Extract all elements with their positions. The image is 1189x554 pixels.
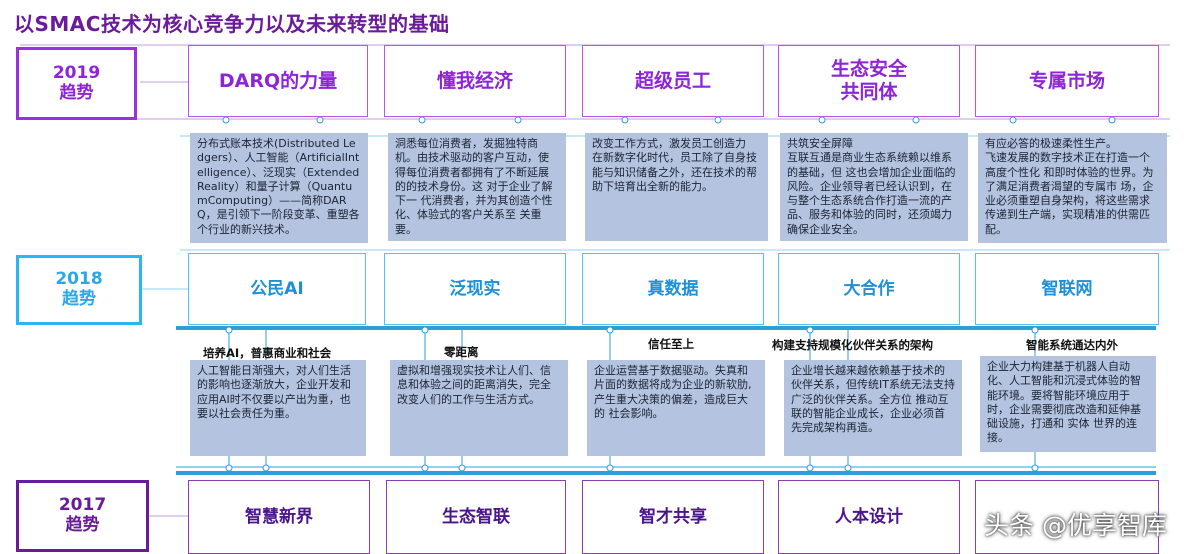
trend-2018-header: 泛现实 — [384, 253, 566, 325]
trend-2018-description: 虚拟和增强现实技术让人们、信息和体验之间的距离消失，完全改变人们的工作与生活方式… — [390, 360, 568, 456]
watermark: 头条 @优享智库 — [984, 511, 1167, 540]
trend-2018-caption: 构建支持规模化伙伴关系的架构 — [772, 338, 933, 352]
trend-2019-header: 专属市场 — [975, 45, 1159, 117]
page-title: 以SMAC技术为核心竞争力以及未来转型的基础 — [14, 12, 450, 36]
trend-2018-description: 企业运营基于数据驱动。失真和片面的数据将成为企业的新软肋,产生重大决策的偏差，造… — [587, 360, 765, 456]
trend-2018-caption: 信任至上 — [648, 337, 694, 351]
trend-2018-description: 企业大力构建基于机器人自动化、人工智能和沉浸式体验的智能环境。要将智能环境应用于… — [980, 356, 1156, 452]
trend-2018-description: 企业增长越来越依赖基于技术的伙伴关系，但传统IT系统无法支持广泛的伙伴关系。全方… — [784, 360, 962, 456]
year-2019-label: 2019 趋势 — [16, 47, 137, 120]
trend-2019-description: 改变工作方式，激发员工创造力 在新数字化时代，员工除了自身技能与知识储备之外，还… — [585, 133, 768, 241]
trend-2018-caption: 培养AI，普惠商业和社会 — [203, 346, 332, 360]
trend-2018-header: 大合作 — [778, 253, 960, 325]
year-number: 2018 — [55, 269, 103, 290]
trend-2017-header: 智才共享 — [582, 480, 764, 554]
year-2018-label: 2018 趋势 — [16, 255, 142, 325]
year-subtitle: 趋势 — [62, 289, 96, 309]
trend-2018-description: 人工智能日渐强大，对人们生活的影响也逐渐放大，企业开发和应用AI时不仅要以产出为… — [190, 360, 366, 456]
trend-2018-header: 智联网 — [975, 253, 1159, 325]
trend-2019-description: 分布式账本技术(Distributed Ledgers）、人工智能（Artifi… — [190, 133, 368, 243]
trend-2019-header: 超级员工 — [582, 45, 764, 117]
year-2017-label: 2017 趋势 — [16, 480, 149, 552]
trend-2017-header: 智慧新界 — [188, 480, 370, 554]
year-number: 2019 — [52, 62, 101, 83]
year-subtitle: 趋势 — [59, 82, 94, 103]
trend-2019-header: 生态安全 共同体 — [778, 45, 960, 117]
trend-2018-caption: 零距离 — [444, 345, 479, 359]
trend-2018-header: 公民AI — [188, 253, 366, 325]
trend-2019-description: 共筑安全屏障 互联互通是商业生态系统赖以维系的基础，但 这也会增加企业面临的风险… — [780, 133, 968, 241]
trend-2017-header: 人本设计 — [778, 480, 960, 554]
trend-2019-description: 有应必答的极速柔性生产。 飞速发展的数字技术正在打造一个高度个性化 和即时体验的… — [978, 133, 1167, 243]
trend-2019-description: 洞悉每位消费者，发掘独特商机。由技术驱动的客户互动，使得每位消费者都拥有了不断延… — [388, 133, 566, 241]
trend-2019-header: 懂我经济 — [384, 45, 566, 117]
trend-2018-header: 真数据 — [582, 253, 764, 325]
year-number: 2017 — [58, 495, 107, 516]
trend-2017-header: 生态智联 — [386, 480, 566, 554]
trend-2018-caption: 智能系统通达内外 — [1026, 338, 1118, 352]
year-subtitle: 趋势 — [65, 515, 100, 535]
trend-2019-header: DARQ的力量 — [188, 45, 368, 117]
